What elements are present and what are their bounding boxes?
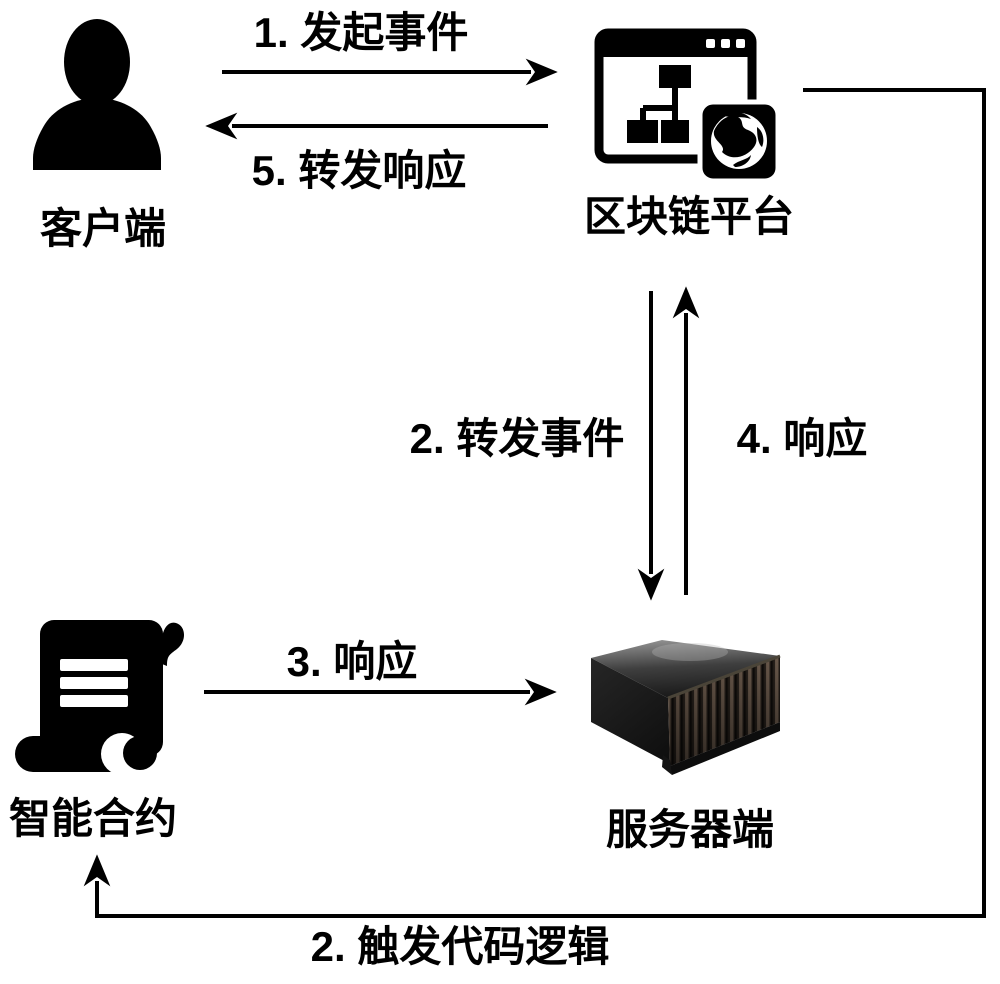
client-label: 客户端	[39, 205, 167, 252]
server-3d-icon	[591, 640, 781, 775]
server-label: 服务器端	[605, 806, 775, 853]
edge-label-forward-event: 2. 转发事件	[409, 415, 625, 462]
edge-label-initiate-event: 1. 发起事件	[253, 9, 469, 56]
sitemap-icon	[627, 65, 691, 143]
edge-label-response-up: 4. 响应	[736, 415, 868, 462]
arrow-trigger-code-logic-loop	[83, 88, 986, 918]
person-icon	[33, 19, 161, 170]
browser-titlebar-dots	[706, 39, 745, 48]
blockchain-platform-label: 区块链平台	[583, 193, 795, 240]
scroll-icon	[15, 620, 185, 775]
browser-globe-icon	[594, 28, 781, 184]
globe-icon	[697, 99, 781, 184]
edge-label-trigger-code-logic: 2. 触发代码逻辑	[310, 923, 610, 970]
smart-contract-label: 智能合约	[8, 795, 178, 842]
edge-label-forward-response: 5. 转发响应	[251, 147, 467, 194]
edge-label-contract-response: 3. 响应	[286, 638, 418, 685]
scroll-text-lines	[60, 659, 128, 707]
